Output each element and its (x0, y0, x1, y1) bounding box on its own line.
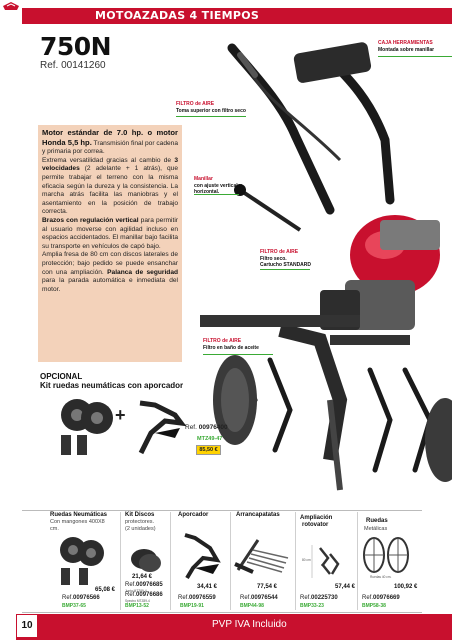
callout-air-filter-top: FILTRO de AIRE Toma superior con filtro … (176, 101, 246, 114)
rotovator-image (311, 545, 340, 578)
callout-line (203, 354, 273, 355)
callout-toolbox: CAJA HERRAMIENTAS Montada sobre manillar (378, 40, 435, 53)
callout-dry-filter: FILTRO de AIRE Filtro seco. Cartucho STA… (260, 249, 312, 268)
disc-image (131, 549, 161, 572)
header-notch (22, 0, 87, 24)
description-box: Motor estándar de 7.0 hp. o motor Honda … (38, 125, 182, 362)
tiller-illustration (200, 42, 452, 491)
description-p1: Motor estándar de 7.0 hp. o motor Honda … (42, 128, 178, 156)
page-number: 10 (17, 615, 37, 637)
svg-text:+: + (115, 405, 126, 425)
optional-ref: Ref. 00976400 (185, 424, 228, 431)
callout-oil-filter: FILTRO de AIRE Filtro en baño de aceite (203, 338, 259, 351)
optional-kit-image: + (61, 399, 187, 455)
wheels-image (60, 537, 104, 585)
footer-price-note: PVP IVA Incluido (212, 619, 287, 630)
model-name: 750N (40, 32, 112, 61)
callout-handlebar: Manillar con ajuste vertical y horizonta… (194, 176, 242, 195)
ridger-image (184, 533, 221, 580)
description-p4: Amplia fresa de 80 cm con discos lateral… (42, 251, 179, 293)
optional-code: MTZ49-47 (197, 436, 223, 442)
callout-line (378, 56, 452, 57)
divider (120, 512, 121, 610)
divider (230, 512, 231, 610)
potato-digger-image (234, 539, 289, 574)
description-p2: Extrema versatilidad gracias al cambio d… (42, 156, 178, 216)
optional-heading: OPCIONAL Kit ruedas neumáticas con aporc… (40, 372, 184, 390)
brand-logo-icon (3, 2, 19, 10)
footer-bar (16, 614, 452, 640)
header-bar: MOTOAZADAS 4 TIEMPOS (0, 0, 452, 24)
divider (295, 512, 296, 610)
divider (357, 512, 358, 610)
metal-wheels-image (363, 537, 409, 573)
brand-logo (0, 0, 22, 24)
product-ref: Ref. 00141260 (40, 60, 106, 71)
callout-line (176, 116, 246, 117)
header-red-band (22, 8, 452, 24)
optional-price: 85,50 € (196, 445, 221, 455)
divider (170, 512, 171, 610)
accessories-strip (22, 510, 422, 613)
section-title: MOTOAZADAS 4 TIEMPOS (95, 9, 260, 22)
callout-line (194, 194, 239, 195)
callout-line (260, 269, 310, 270)
description-p3: Brazos con regulación vertical para perm… (42, 216, 178, 250)
